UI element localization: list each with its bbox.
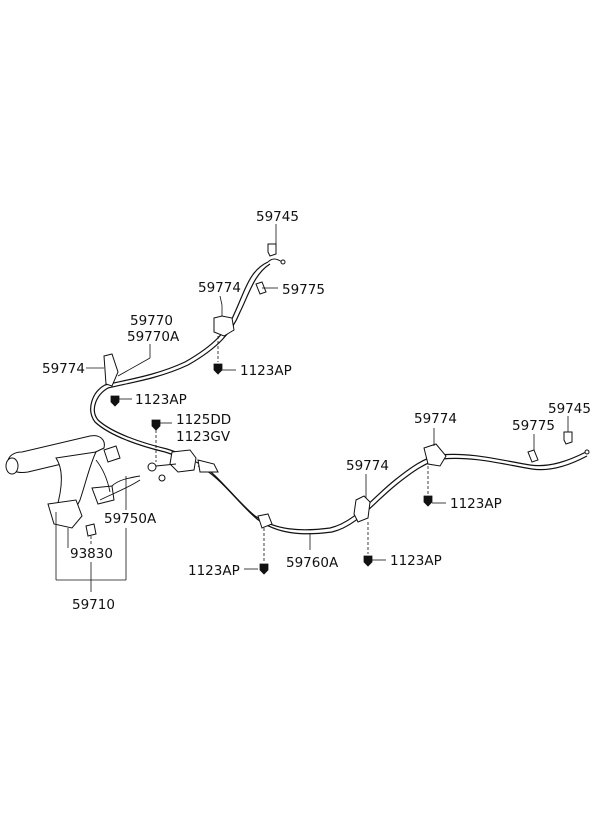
leader-lines [55,224,569,592]
label-1123ap-bottom-left: 1123AP [188,563,240,579]
label-59770a: 59770A [127,329,180,345]
bolt-1123ap-upper-icon [213,336,223,375]
label-59774-mid: 59774 [346,458,389,474]
bracket-59774-mid-icon [353,495,371,523]
label-1123ap-upper: 1123AP [240,363,292,379]
label-1123ap-right: 1123AP [450,496,502,512]
label-93830: 93830 [70,546,113,562]
bolt-1123ap-bottom-left-icon [259,528,269,575]
label-59775-right: 59775 [512,418,555,434]
label-1123ap-left: 1123AP [135,392,187,408]
cable-59760a [195,449,590,535]
label-59750a: 59750A [104,511,157,527]
label-59775-top: 59775 [282,282,325,298]
bolt-1123ap-right-icon [423,466,433,507]
label-59745-top: 59745 [256,209,299,225]
bolt-1123ap-left-icon [110,395,120,407]
label-59774-right: 59774 [414,411,457,427]
label-1123gv: 1123GV [176,429,231,445]
label-59774-top: 59774 [198,280,241,296]
label-1125dd: 1125DD [176,412,231,428]
label-59760a: 59760A [286,555,339,571]
label-59774-left: 59774 [42,361,85,377]
pin-59775-right-icon [527,449,539,463]
bolt-1123ap-bottom-right-icon [363,522,373,567]
bolt-1125dd-icon [151,419,161,462]
label-59745-right: 59745 [548,401,591,417]
label-59770: 59770 [130,313,173,329]
bracket-lower-left-icon [257,513,273,529]
parking-brake-lever-icon [5,435,141,548]
bracket-59774-left-icon [103,353,119,387]
cable-59770 [90,258,286,466]
clip-59745-top-icon [267,243,277,257]
label-59710: 59710 [72,597,115,613]
label-1123ap-bottom-right: 1123AP [390,553,442,569]
bracket-59774-top-icon [213,305,235,337]
clip-59745-right-icon [563,431,573,445]
pin-59775-top-icon [255,281,267,295]
equalizer-assembly-icon [147,449,219,482]
bracket-59774-right-icon [423,443,447,467]
